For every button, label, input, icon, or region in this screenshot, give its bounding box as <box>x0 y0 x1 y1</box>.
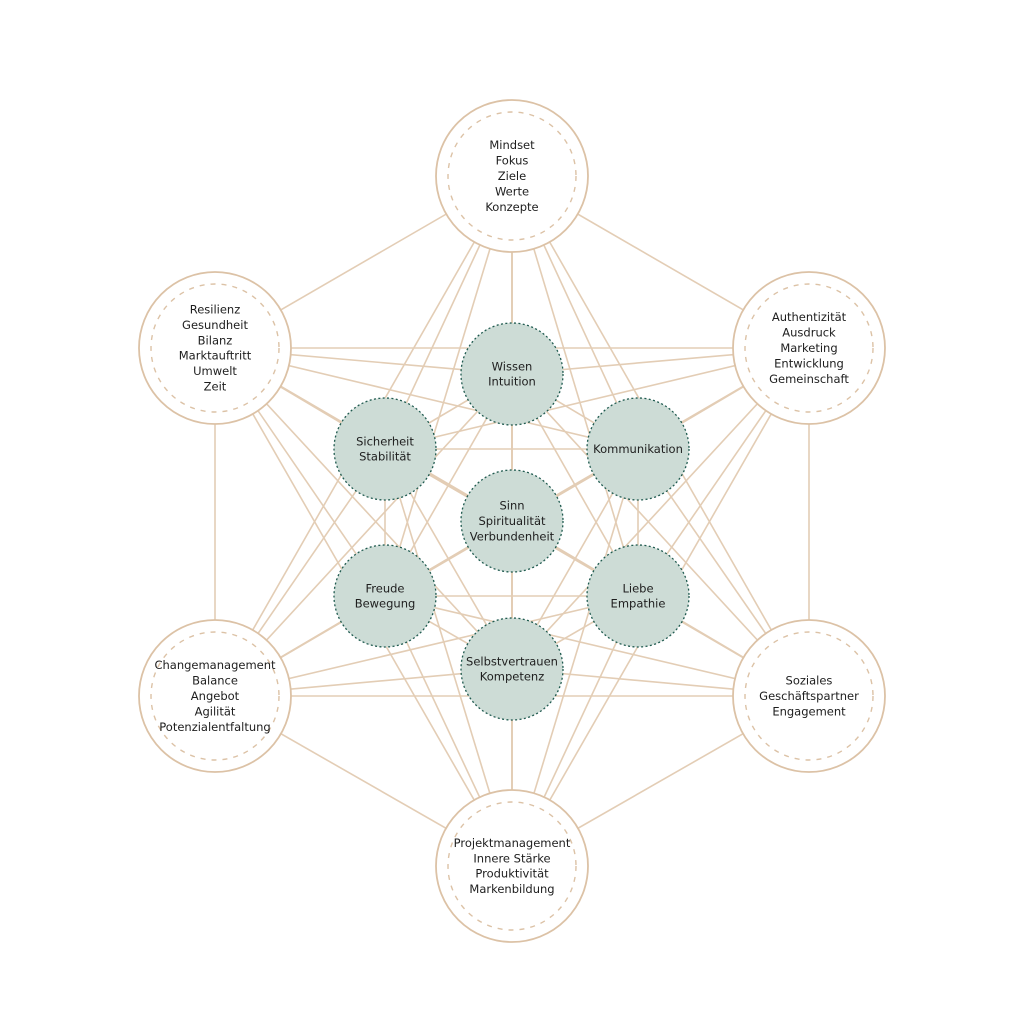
outer-node-bottom-label-1: Projektmanagement <box>454 836 571 850</box>
outer-node-upper-right-dashed-ring <box>744 283 874 413</box>
inner-node-lower-right-label-2: Empathie <box>611 597 666 611</box>
inner-node-center-circle <box>460 469 564 573</box>
outer-node-upper-left-ring <box>138 271 292 425</box>
inner-node-center-label-3: Verbundenheit <box>470 529 555 543</box>
inner-node-lower-left-label-1: Freude <box>366 581 405 595</box>
inner-node-lower-right-circle <box>586 544 690 648</box>
outer-node-bottom-label-3: Produktivität <box>475 867 549 881</box>
outer-node-lower-right-label-2: Geschäftspartner <box>759 689 859 703</box>
inner-node-lower-right-label-1: Liebe <box>622 581 653 595</box>
outer-circles: MindsetFokusZieleWerteKonzepteAuthentizi… <box>138 99 886 943</box>
inner-node-lower-left-circle <box>333 544 437 648</box>
inner-node-upper-left-label-1: Sicherheit <box>356 434 414 448</box>
inner-node-center-label-1: Sinn <box>499 499 524 513</box>
outer-node-upper-left: ResilienzGesundheitBilanzMarktauftrittUm… <box>138 271 292 425</box>
outer-node-top-label-3: Ziele <box>498 169 526 183</box>
outer-node-lower-left-dashed-ring <box>150 631 280 761</box>
outer-node-bottom-label-4: Markenbildung <box>469 882 554 896</box>
outer-node-lower-left: ChangemanagementBalanceAngebotAgilitätPo… <box>138 619 292 773</box>
outer-node-upper-left-label-1: Resilienz <box>190 303 241 317</box>
inner-node-lower-left-label-2: Bewegung <box>355 597 416 611</box>
inner-node-top-label-2: Intuition <box>488 375 536 389</box>
inner-node-upper-right-circle <box>586 397 690 501</box>
inner-node-upper-right-label-1: Kommunikation <box>593 442 683 456</box>
outer-node-bottom-label-2: Innere Stärke <box>473 851 550 865</box>
outer-node-lower-left-ring <box>138 619 292 773</box>
outer-node-upper-right-label-2: Ausdruck <box>782 326 836 340</box>
outer-node-upper-left-label-3: Bilanz <box>198 333 233 347</box>
outer-node-bottom-dashed-ring <box>447 801 577 931</box>
outer-node-lower-left-label-3: Angebot <box>191 689 240 703</box>
inner-node-bottom-label-2: Kompetenz <box>480 670 545 684</box>
outer-node-upper-left-label-6: Zeit <box>204 380 227 394</box>
outer-node-lower-left-label-4: Agilität <box>195 704 236 718</box>
outer-node-lower-right-dashed-ring <box>744 631 874 761</box>
outer-node-bottom-ring <box>435 789 589 943</box>
outer-node-upper-right-label-5: Gemeinschaft <box>769 372 849 386</box>
outer-node-upper-left-label-2: Gesundheit <box>182 318 248 332</box>
outer-node-lower-right-label-1: Soziales <box>786 674 833 688</box>
inner-node-top-label-1: Wissen <box>492 359 533 373</box>
outer-node-upper-left-dashed-ring <box>150 283 280 413</box>
inner-node-center-label-2: Spiritualität <box>478 514 546 528</box>
inner-node-top-circle <box>460 322 564 426</box>
outer-node-upper-right-ring <box>732 271 886 425</box>
inner-node-bottom-label-1: Selbstvertrauen <box>466 654 558 668</box>
outer-node-upper-right-label-3: Marketing <box>780 341 837 355</box>
outer-node-top-dashed-ring <box>447 111 577 241</box>
outer-node-lower-right-ring <box>732 619 886 773</box>
outer-node-lower-left-label-5: Potenzialentfaltung <box>159 720 270 734</box>
outer-node-top-label-2: Fokus <box>496 154 529 168</box>
outer-node-top-label-1: Mindset <box>489 138 535 152</box>
inner-node-upper-right: Kommunikation <box>586 397 690 501</box>
inner-circles: WissenIntuitionKommunikationLiebeEmpathi… <box>333 322 690 721</box>
outer-node-lower-left-label-2: Balance <box>192 674 238 688</box>
inner-node-upper-left-label-2: Stabilität <box>359 450 411 464</box>
outer-node-upper-left-label-4: Marktauftritt <box>179 349 252 363</box>
outer-node-upper-left-label-5: Umwelt <box>193 364 237 378</box>
outer-node-lower-right-label-3: Engagement <box>772 704 846 718</box>
outer-node-top-label-4: Werte <box>495 184 529 198</box>
outer-node-upper-right-label-1: Authentizität <box>772 310 847 324</box>
outer-node-lower-left-label-1: Changemanagement <box>154 658 276 672</box>
inner-node-upper-left-circle <box>333 397 437 501</box>
inner-node-bottom-circle <box>460 617 564 721</box>
outer-node-upper-right-label-4: Entwicklung <box>774 356 844 370</box>
outer-node-top-ring <box>435 99 589 253</box>
outer-node-upper-right: AuthentizitätAusdruckMarketingEntwicklun… <box>732 271 886 425</box>
outer-node-top-label-5: Konzepte <box>485 200 538 214</box>
